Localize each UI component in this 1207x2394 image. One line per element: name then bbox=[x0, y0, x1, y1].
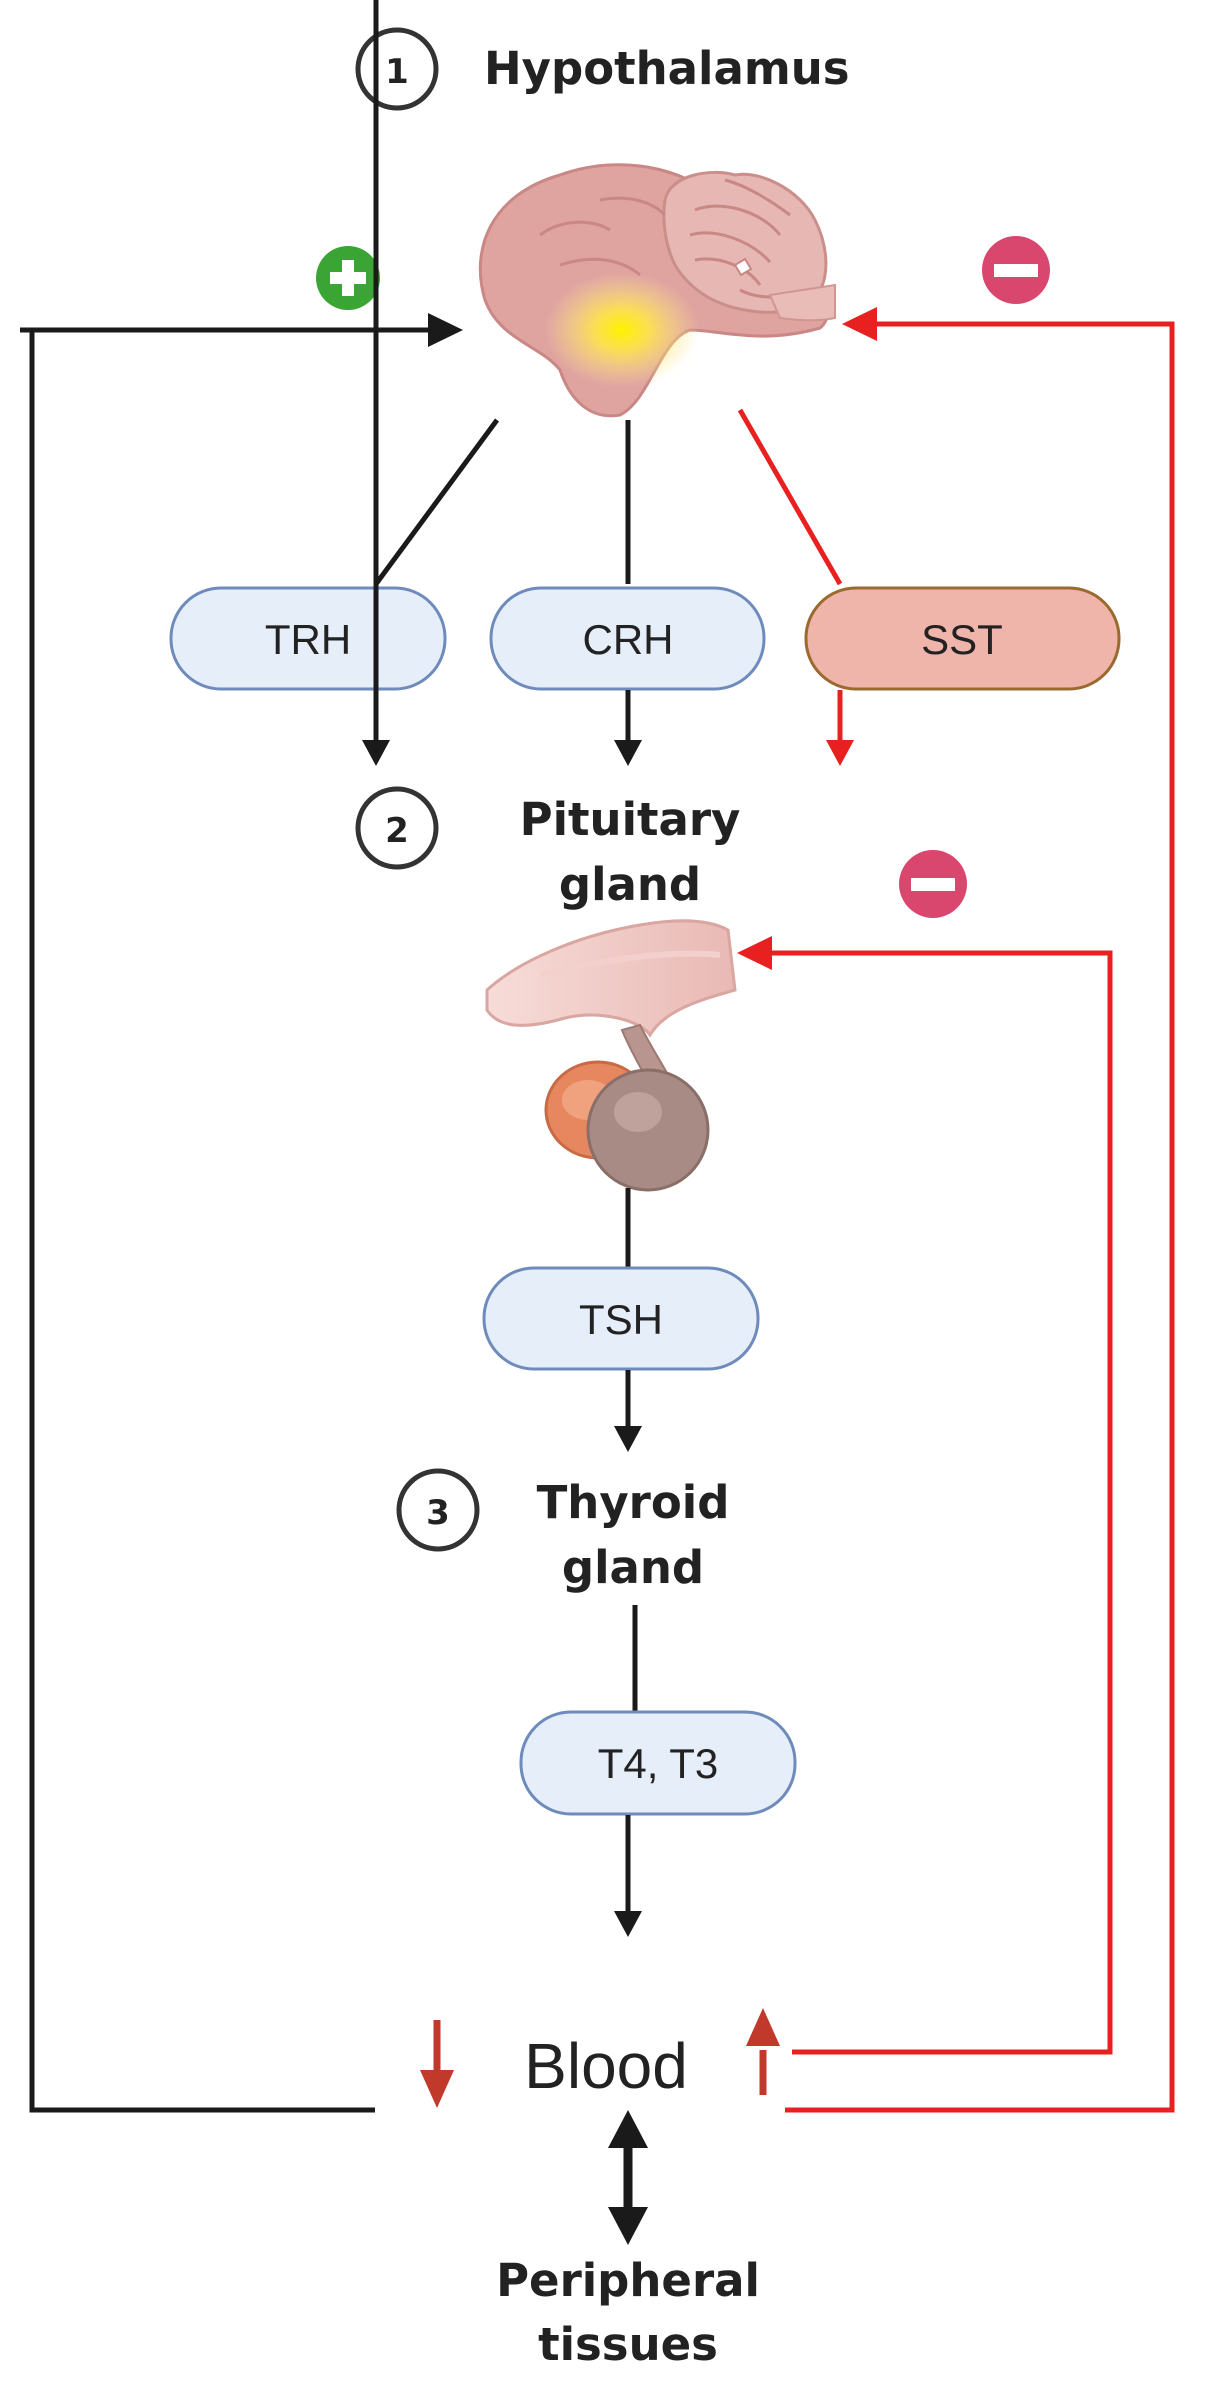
crh-arrow bbox=[614, 690, 642, 766]
pituitary-title-line-2: gland bbox=[559, 858, 701, 911]
step-2-badge: 2 bbox=[355, 786, 439, 870]
low-level-arrow-icon bbox=[420, 2020, 454, 2108]
sst-arrow bbox=[826, 690, 854, 766]
sst-connector bbox=[737, 408, 843, 586]
sst-label: SST bbox=[921, 616, 1003, 663]
step-3-number: 3 bbox=[426, 1493, 450, 1533]
step-3-badge: 3 bbox=[396, 1468, 480, 1552]
sst-pill: SST bbox=[804, 586, 1121, 691]
high-level-arrow-icon bbox=[746, 2008, 780, 2095]
step-1-badge: 1 bbox=[355, 27, 439, 111]
pituitary-title-line-1: Pituitary bbox=[520, 793, 741, 846]
t4t3-pill: T4, T3 bbox=[519, 1710, 797, 1816]
step-1-number: 1 bbox=[385, 52, 409, 92]
minus-circle-icon bbox=[899, 850, 967, 918]
crh-label: CRH bbox=[583, 616, 674, 663]
trh-pill: TRH bbox=[169, 586, 447, 691]
t4t3-arrow bbox=[614, 1815, 642, 1937]
negative-feedback-pituitary-line bbox=[737, 936, 1113, 2055]
tsh-label: TSH bbox=[579, 1296, 663, 1343]
trh-label: TRH bbox=[265, 616, 351, 663]
crh-pill: CRH bbox=[489, 586, 766, 691]
hypothalamus-glow bbox=[544, 272, 700, 388]
positive-feedback-line bbox=[20, 313, 463, 2113]
peripheral-line-1: Peripheral bbox=[496, 2254, 760, 2307]
peripheral-line-2: tissues bbox=[538, 2318, 718, 2371]
exchange-arrow-icon bbox=[608, 2110, 648, 2245]
trh-connector bbox=[373, 418, 500, 586]
tsh-arrow bbox=[614, 1370, 642, 1452]
minus-circle-icon bbox=[982, 236, 1050, 304]
t4t3-label: T4, T3 bbox=[598, 1740, 719, 1787]
plus-circle-icon bbox=[316, 246, 380, 310]
negative-feedback-hypothalamus-line bbox=[785, 307, 1175, 2113]
thyroid-title-line-1: Thyroid bbox=[537, 1476, 730, 1529]
step-2-number: 2 bbox=[385, 811, 409, 851]
tsh-pill: TSH bbox=[482, 1266, 760, 1371]
hypothalamus-title: Hypothalamus bbox=[484, 42, 850, 95]
thyroid-title-line-2: gland bbox=[562, 1541, 704, 1594]
brain-illustration bbox=[478, 163, 836, 418]
trh-arrow bbox=[362, 0, 390, 766]
pituitary-illustration bbox=[485, 919, 737, 1192]
blood-label: Blood bbox=[524, 2030, 688, 2102]
